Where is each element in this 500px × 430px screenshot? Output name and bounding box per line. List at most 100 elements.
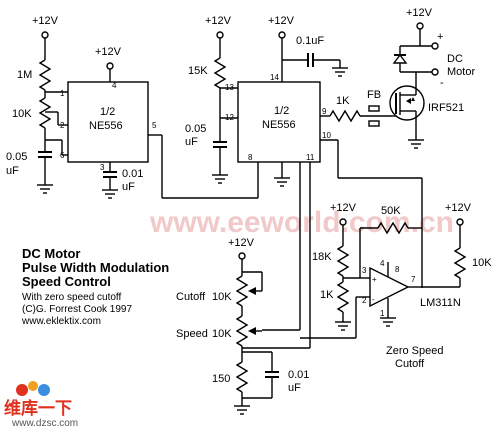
comparator-pin-2: 2 bbox=[362, 296, 367, 305]
note-line-3: www.eklektix.com bbox=[21, 316, 101, 327]
resistor-1k-gate-label: 1K bbox=[336, 95, 350, 107]
ic1-pin-4: 4 bbox=[112, 81, 117, 90]
ground-symbol-4 bbox=[332, 67, 348, 77]
ic2-pin-14: 14 bbox=[270, 73, 279, 82]
speed-label: Speed bbox=[176, 328, 208, 340]
note-line-1: With zero speed cutoff bbox=[22, 292, 122, 303]
ic2-label-2: NE556 bbox=[262, 119, 296, 131]
capacitor-005-a-label-1: 0.05 bbox=[6, 151, 27, 163]
speed-wiper-arrow bbox=[248, 327, 256, 335]
resistor-50k-label: 50K bbox=[381, 205, 401, 217]
vcc-label-6: +12V bbox=[330, 202, 357, 214]
ground-symbol-1 bbox=[37, 184, 53, 194]
motor-terminal-minus bbox=[431, 68, 439, 76]
brand-logo: 维库一下 bbox=[4, 381, 72, 418]
vcc-label-1: +12V bbox=[32, 15, 59, 27]
resistor-18k-label: 18K bbox=[312, 251, 332, 263]
resistor-15k-label: 15K bbox=[188, 65, 208, 77]
vcc-label-4: +12V bbox=[268, 15, 295, 27]
ic2-body bbox=[237, 81, 321, 163]
ic1-pin-5: 5 bbox=[152, 121, 157, 130]
ferrite-bead-bottom bbox=[368, 120, 380, 127]
ground-symbol-5 bbox=[274, 177, 290, 187]
capacitor-001-b-label-1: 0.01 bbox=[288, 369, 309, 381]
ic2-pin-9: 9 bbox=[322, 107, 327, 116]
comparator-pin-4: 4 bbox=[380, 259, 385, 268]
cutoff-value-label: 10K bbox=[212, 291, 232, 303]
vcc-label-8: +12V bbox=[228, 237, 255, 249]
title-line-3: Speed Control bbox=[22, 274, 111, 289]
resistor-10k bbox=[38, 97, 52, 129]
vcc-symbol-3 bbox=[216, 31, 224, 39]
vcc-symbol-7 bbox=[456, 218, 464, 226]
ic1-body bbox=[67, 81, 149, 163]
ic2-pin-10: 10 bbox=[322, 131, 331, 140]
resistor-15k bbox=[213, 57, 227, 89]
cutoff-label: Cutoff bbox=[176, 291, 206, 303]
title-line-1: DC Motor bbox=[22, 246, 81, 261]
capacitor-005-b-label-2: uF bbox=[185, 136, 198, 148]
comparator-pin-1: 1 bbox=[380, 309, 385, 318]
ground-symbol-6 bbox=[408, 139, 424, 149]
ground-symbol-9 bbox=[234, 405, 250, 415]
resistor-10k-label: 10K bbox=[12, 108, 32, 120]
comparator-pin-3: 3 bbox=[362, 266, 367, 275]
resistor-18k bbox=[336, 245, 350, 277]
motor-minus-label: - bbox=[440, 77, 444, 89]
ic1-label-2: NE556 bbox=[89, 120, 123, 132]
vcc-label-7: +12V bbox=[445, 202, 472, 214]
vcc-symbol-4 bbox=[278, 31, 286, 39]
capacitor-001-a-label-1: 0.01 bbox=[122, 168, 143, 180]
resistor-50k bbox=[377, 221, 409, 235]
svg-text:维库一下: 维库一下 bbox=[4, 398, 72, 418]
motor-plus-label: + bbox=[437, 31, 443, 43]
note-line-2: (C)G. Forrest Cook 1997 bbox=[22, 304, 132, 315]
ic2-pin-8: 8 bbox=[248, 153, 253, 162]
comparator-plus: + bbox=[372, 275, 377, 284]
resistor-150-label: 150 bbox=[212, 373, 230, 385]
ground-symbol-2 bbox=[102, 189, 118, 199]
resistor-1k-gate bbox=[329, 109, 361, 123]
capacitor-001-b-label-2: uF bbox=[288, 382, 301, 394]
resistor-1k-divider-label: 1K bbox=[320, 289, 334, 301]
vcc-symbol-8 bbox=[238, 252, 246, 260]
comparator-pin-7: 7 bbox=[411, 275, 416, 284]
ic1-label-1: 1/2 bbox=[100, 106, 115, 118]
vcc-label-5: +12V bbox=[406, 7, 433, 19]
resistor-150 bbox=[235, 361, 249, 393]
cutoff-wiper-arrow bbox=[248, 287, 256, 295]
capacitor-01uf-label: 0.1uF bbox=[296, 35, 324, 47]
ground-symbol-8 bbox=[335, 321, 351, 331]
ic2-label-1: 1/2 bbox=[274, 105, 289, 117]
zero-speed-label-1: Zero Speed bbox=[386, 345, 443, 357]
motor-label-1: DC bbox=[447, 53, 463, 65]
watermark-text: www.eeworld.com.cn bbox=[149, 206, 454, 239]
mosfet-label: IRF521 bbox=[428, 102, 464, 114]
ic2-pin-11: 11 bbox=[306, 153, 315, 162]
zero-speed-label-2: Cutoff bbox=[395, 358, 425, 370]
brand-site: www.dzsc.com bbox=[11, 418, 78, 429]
ferrite-bead-label: FB bbox=[367, 89, 381, 101]
motor-terminal-plus bbox=[431, 42, 439, 50]
resistor-1k-divider bbox=[336, 281, 350, 313]
resistor-1m-label: 1M bbox=[17, 69, 32, 81]
ic1-pin-1: 1 bbox=[60, 89, 65, 98]
comparator-pin-8: 8 bbox=[395, 265, 400, 274]
comparator-minus: - bbox=[372, 295, 375, 304]
comparator-lm311 bbox=[369, 266, 410, 308]
ground-symbol-7 bbox=[380, 317, 396, 327]
comparator-label: LM311N bbox=[420, 297, 461, 309]
flyback-diode bbox=[392, 53, 408, 64]
resistor-10k-pullup-label: 10K bbox=[472, 257, 492, 269]
vcc-symbol-5 bbox=[416, 22, 424, 30]
speed-potentiometer bbox=[235, 315, 249, 347]
vcc-label-2: +12V bbox=[95, 46, 122, 58]
capacitor-005-b-label-1: 0.05 bbox=[185, 123, 206, 135]
motor-label-2: Motor bbox=[447, 66, 475, 78]
title-line-2: Pulse Width Modulation bbox=[22, 260, 169, 275]
capacitor-005-a-label-2: uF bbox=[6, 165, 19, 177]
speed-value-label: 10K bbox=[212, 328, 232, 340]
mosfet-irf521 bbox=[389, 85, 425, 126]
